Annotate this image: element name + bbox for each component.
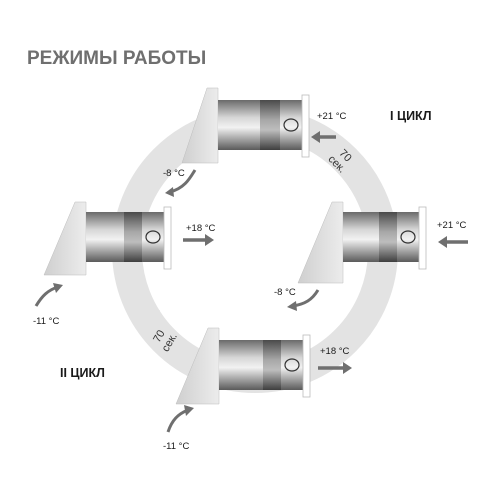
arrow-bottom-in: [166, 408, 189, 433]
timer-bottom-value: 70: [151, 328, 168, 345]
arrow-top-out-head: [165, 187, 174, 197]
fan-icon: [284, 358, 300, 372]
fan-icon: [400, 230, 416, 244]
temp-left-inside: -11 °C: [33, 316, 59, 327]
arrow-top-out: [169, 169, 197, 194]
temp-right-inside: -8 °C: [274, 287, 296, 298]
fan-icon: [145, 230, 161, 244]
arrow-right-out-head: [287, 301, 297, 311]
arrow-left-in-head: [53, 283, 63, 293]
temp-top-inside: -8 °C: [163, 168, 185, 179]
arrow-left-in: [34, 285, 59, 307]
ventilator-unit-left: [43, 201, 172, 276]
ventilator-unit-top: [181, 87, 310, 164]
temp-top-outside: +21 °C: [317, 111, 347, 122]
fan-icon: [283, 118, 299, 132]
ring-arrowhead-top: [349, 168, 372, 188]
temp-bottom-outside: +18 °C: [320, 346, 350, 357]
ventilator-unit-right: [297, 201, 427, 284]
temp-left-outside: +18 °C: [186, 223, 216, 234]
cycle-1-label: I ЦИКЛ: [390, 109, 431, 123]
arrow-right-out: [292, 289, 320, 308]
ring-arrowhead-bottom: [138, 310, 160, 330]
arrow-top-in-head: [311, 131, 320, 143]
ventilator-unit-bottom: [175, 327, 311, 405]
arrow-left-out-head: [205, 234, 214, 246]
arrow-bottom-in-head: [184, 405, 194, 416]
temp-bottom-inside: -11 °C: [163, 441, 189, 452]
arrow-right-in-head: [438, 236, 447, 248]
temp-right-outside: +21 °C: [437, 220, 467, 231]
cycle-2-label: II ЦИКЛ: [60, 366, 105, 380]
arrow-bottom-out-head: [343, 362, 352, 374]
page-title: РЕЖИМЫ РАБОТЫ: [27, 48, 206, 69]
